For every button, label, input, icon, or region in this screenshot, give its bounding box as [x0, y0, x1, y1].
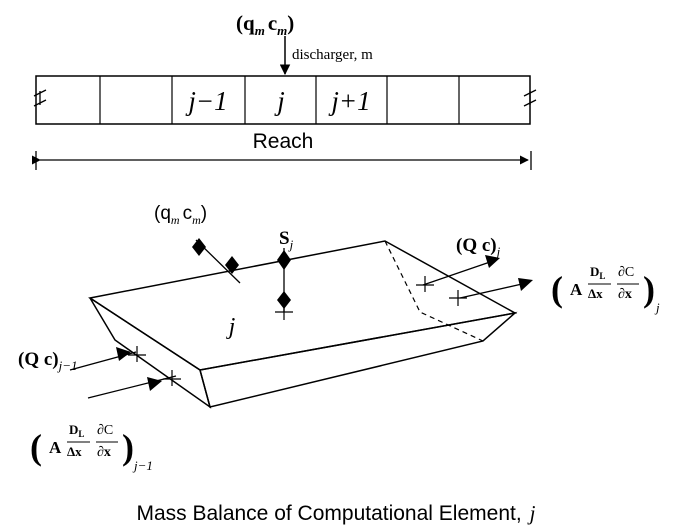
source-main: S: [279, 228, 290, 249]
source-label: Sj: [279, 228, 294, 252]
dispersion-in-close-paren: ): [122, 427, 134, 467]
cell-label-j: j: [274, 86, 285, 116]
dispersion-in-num2: ∂C: [97, 423, 113, 438]
input-load-q-sub: m: [255, 23, 265, 38]
source-cross: [275, 306, 293, 320]
dispersion-in-arrowhead: [147, 377, 162, 391]
dispersion-out-label: ( A DL Δx ∂C ∂x ) j: [551, 264, 660, 315]
lateral-input-close-paren: ): [201, 203, 207, 224]
dispersion-out-close-paren: ): [643, 269, 655, 309]
dispersion-out-cross: [449, 290, 467, 306]
lateral-input-diamond-lower: [225, 256, 239, 274]
input-load-c-sub: m: [277, 23, 287, 38]
lateral-input-open-paren: (: [154, 203, 161, 224]
figure-caption-text: Mass Balance of Computational Element,: [136, 502, 521, 525]
advection-out-cross: [416, 276, 434, 292]
dispersion-out-open-paren: (: [551, 269, 563, 309]
dispersion-out-num1-sub: L: [599, 271, 605, 281]
dispersion-in-cross: [163, 370, 181, 386]
input-load-c: c: [268, 11, 277, 35]
advection-in-sub: j−1: [57, 358, 78, 373]
dispersion-out-A: A: [570, 280, 583, 299]
advection-out-label: (Q c)j: [456, 235, 501, 259]
lateral-input-c: c: [183, 203, 193, 224]
dispersion-in-A: A: [49, 438, 62, 457]
lateral-input-q: q: [160, 203, 171, 224]
reach-label: Reach: [253, 130, 314, 153]
advection-in-cross: [128, 346, 146, 362]
dispersion-out-num1-main: D: [590, 264, 599, 279]
dispersion-out-den1: Δx: [588, 286, 603, 301]
discharger-label: discharger, m: [292, 47, 373, 63]
figure-caption-var: j: [527, 501, 536, 525]
lateral-input-c-sub: m: [192, 213, 201, 227]
advection-out-text: (Q c): [456, 235, 497, 256]
dispersion-in-open-paren: (: [30, 427, 42, 467]
input-load-open-paren: (: [236, 11, 243, 35]
dispersion-out-num2: ∂C: [618, 265, 634, 280]
dispersion-out-num1: DL: [590, 264, 605, 281]
advection-in-text: (Q c): [18, 349, 59, 370]
dispersion-out-sub: j: [654, 300, 660, 315]
advection-out-sub: j: [495, 244, 501, 259]
dispersion-out-arrowhead: [518, 278, 533, 291]
dispersion-out-arrow: [459, 283, 523, 299]
dispersion-in-den2: ∂x: [97, 445, 111, 460]
dispersion-in-label: ( A DL Δx ∂C ∂x ) j−1: [30, 422, 153, 473]
lateral-input-diamond-upper: [192, 238, 206, 256]
source-sub: j: [288, 237, 294, 252]
dispersion-in-arrow: [87, 375, 177, 399]
input-load-q: q: [243, 11, 255, 35]
advection-out-arrow: [422, 261, 491, 286]
source-diamond-upper: [277, 250, 291, 270]
source-diamond-lower: [277, 291, 291, 309]
break-mark-right: [523, 89, 537, 107]
element-label: j: [226, 314, 236, 340]
dispersion-in-num1: DL: [69, 422, 84, 439]
dispersion-in-sub: j−1: [132, 458, 153, 473]
dispersion-out-den2: ∂x: [618, 287, 632, 302]
element-front-face: [199, 311, 518, 408]
break-mark-left: [33, 89, 47, 107]
dispersion-in-num1-sub: L: [78, 429, 84, 439]
cell-label-j-plus-1: j+1: [328, 86, 370, 116]
input-load-close-paren: ): [287, 11, 294, 35]
hidden-end-face: [384, 240, 484, 342]
advection-in-label: (Q c)j−1: [18, 349, 78, 373]
element-top-face: [88, 240, 518, 371]
dispersion-in-num1-main: D: [69, 422, 78, 437]
advection-out-arrowhead: [485, 255, 500, 268]
dispersion-in-den1: Δx: [67, 444, 82, 459]
element-left-face: [89, 297, 212, 409]
lateral-input-q-sub: m: [171, 213, 180, 227]
figure-caption: Mass Balance of Computational Element, j: [136, 501, 535, 525]
cell-label-j-minus-1: j−1: [185, 86, 227, 116]
advection-in-arrowhead: [116, 347, 131, 361]
